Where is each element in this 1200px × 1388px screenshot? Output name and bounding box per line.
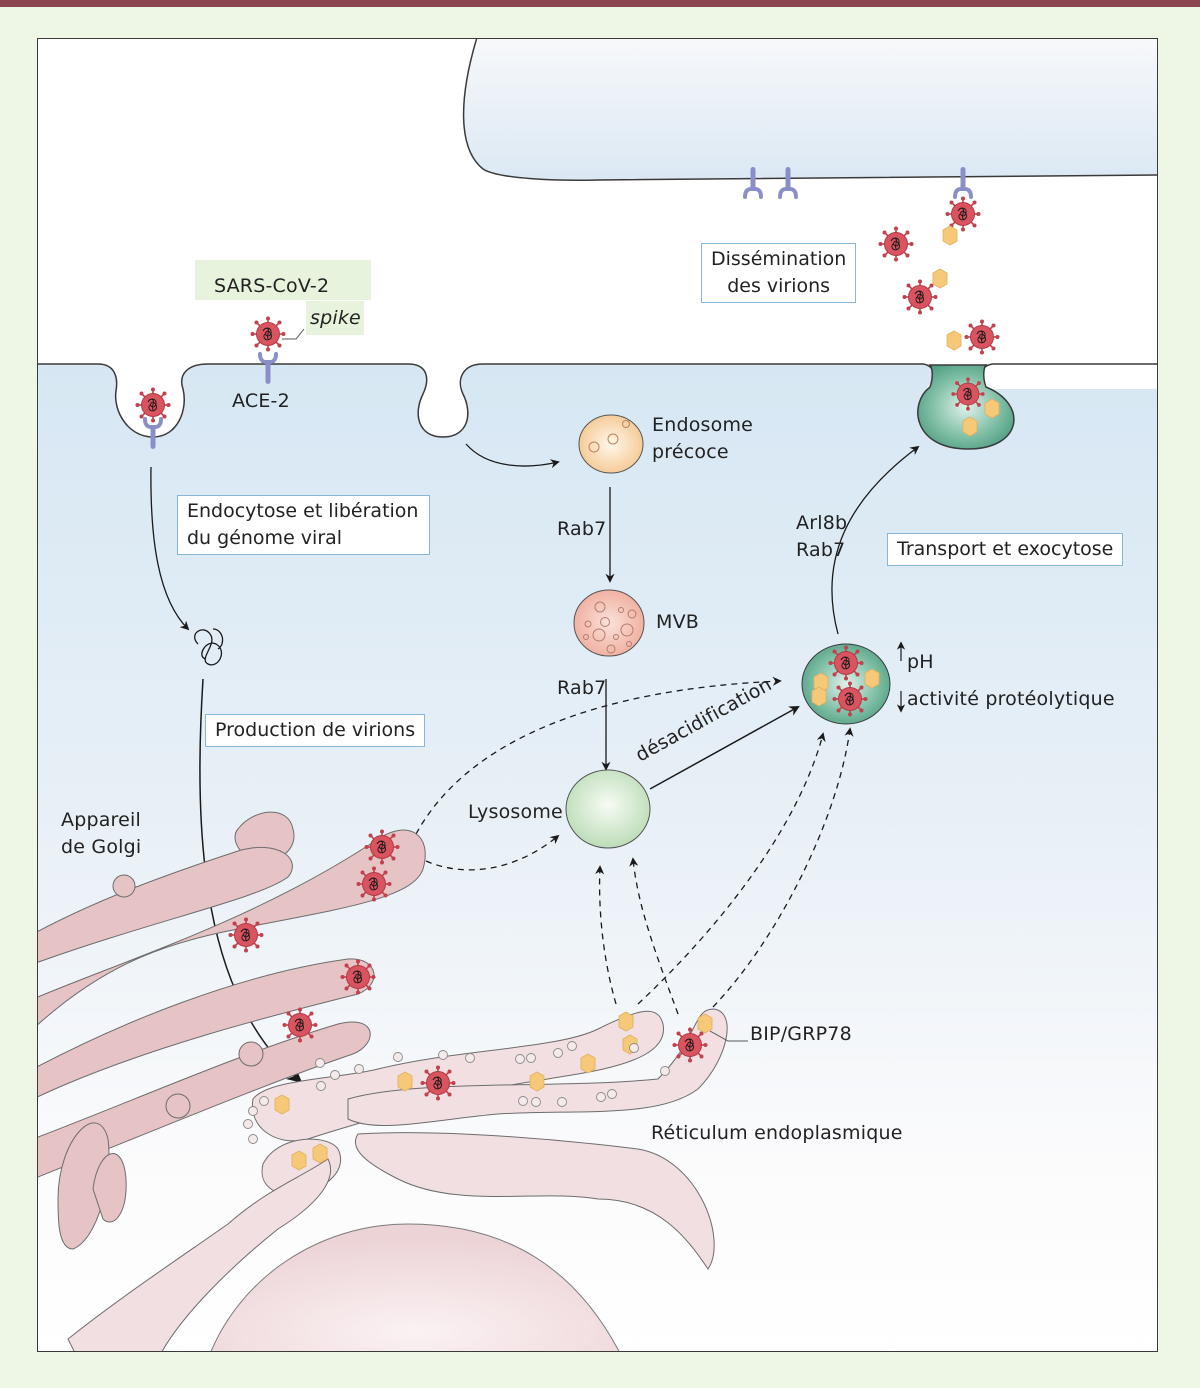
bip-icon xyxy=(529,1071,545,1092)
bip-icon xyxy=(618,1011,634,1032)
early-endosome xyxy=(578,414,644,474)
arl8b-label: Arl8b xyxy=(796,512,848,534)
production-box: Production de virions xyxy=(205,714,426,747)
sars-cov2-label: SARS-CoV-2 xyxy=(214,275,330,297)
virion-icon xyxy=(355,865,393,903)
golgi-line2: de Golgi xyxy=(61,836,142,858)
endocytosis-line1: Endocytose et libération xyxy=(187,500,419,522)
viral-genome-icon xyxy=(194,628,224,666)
cell-diagram xyxy=(38,39,1157,1351)
nucleus xyxy=(210,1223,620,1351)
neighbor-cell xyxy=(462,39,1157,181)
virion-icon xyxy=(419,1064,457,1102)
mvb xyxy=(573,589,645,657)
bip-icon xyxy=(932,268,948,289)
bip-icon xyxy=(864,668,880,689)
label-background xyxy=(195,260,371,300)
early-endosome-line1: Endosome xyxy=(652,414,754,436)
lysosome xyxy=(565,769,651,849)
rab7-label: Rab7 xyxy=(796,539,846,561)
rab7-label: Rab7 xyxy=(557,518,607,540)
ph-label: pH xyxy=(907,651,934,673)
endoplasmic-reticulum xyxy=(67,1008,728,1351)
early-endosome-line2: précoce xyxy=(652,441,729,463)
bip-icon xyxy=(942,225,958,246)
virion-icon xyxy=(671,1026,709,1064)
virion-icon xyxy=(901,278,939,316)
virion-icon xyxy=(363,828,401,866)
virion-icon xyxy=(950,376,986,412)
virion-icon xyxy=(339,958,377,996)
bip-icon xyxy=(397,1071,413,1092)
virion-icon xyxy=(963,318,1001,356)
label-background xyxy=(306,301,364,335)
ace2-label: ACE-2 xyxy=(232,390,290,412)
arl8b-rab7-label: Arl8b Rab7 xyxy=(796,510,847,564)
virion-icon xyxy=(877,225,915,263)
bip-icon xyxy=(312,1143,328,1164)
dissemination-box: Dissémination des virions xyxy=(701,243,857,303)
bip-icon xyxy=(984,398,1000,419)
lysosome-label: Lysosome xyxy=(468,801,563,823)
deacidified-lysosome xyxy=(801,643,891,725)
dissemination-line1: Dissémination xyxy=(711,248,847,270)
golgi-line1: Appareil xyxy=(61,809,142,831)
endocytosis-line2: du génome viral xyxy=(187,527,343,549)
bip-icon xyxy=(811,686,827,707)
header-bar xyxy=(0,0,1200,7)
sars-cov2-virion-icon xyxy=(249,315,287,353)
exocytic-vesicle xyxy=(917,364,1015,450)
rab7-label: Rab7 xyxy=(557,677,607,699)
golgi-label: Appareil de Golgi xyxy=(61,807,141,861)
golgi-apparatus xyxy=(38,811,426,1250)
bip-icon xyxy=(291,1150,307,1171)
early-endosome-label: Endosome précoce xyxy=(652,412,753,466)
spike-label: spike xyxy=(310,307,361,329)
transport-box: Transport et exocytose xyxy=(887,533,1124,566)
bip-icon xyxy=(580,1053,596,1074)
endocytosis-box: Endocytose et libération du génome viral xyxy=(177,495,430,555)
virion-icon xyxy=(827,644,865,682)
virion-icon xyxy=(134,386,172,424)
virion-icon xyxy=(281,1006,319,1044)
mvb-label: MVB xyxy=(656,611,700,633)
bip-icon xyxy=(962,416,978,437)
dissemination-line2: des virions xyxy=(727,275,831,297)
bip-icon xyxy=(946,330,962,351)
bip-icon xyxy=(697,1013,713,1034)
virion-icon xyxy=(227,916,265,954)
bip-grp78-label: BIP/GRP78 xyxy=(750,1023,852,1045)
virion-icon xyxy=(831,680,869,718)
figure-frame: SARS-CoV-2 spike ACE-2 Dissémination des… xyxy=(37,38,1158,1352)
er-label: Réticulum endoplasmique xyxy=(651,1122,903,1144)
proteolytic-activity-label: activité protéolytique xyxy=(907,688,1115,710)
bip-icon xyxy=(274,1094,290,1115)
er-vesicles xyxy=(243,1041,670,1144)
